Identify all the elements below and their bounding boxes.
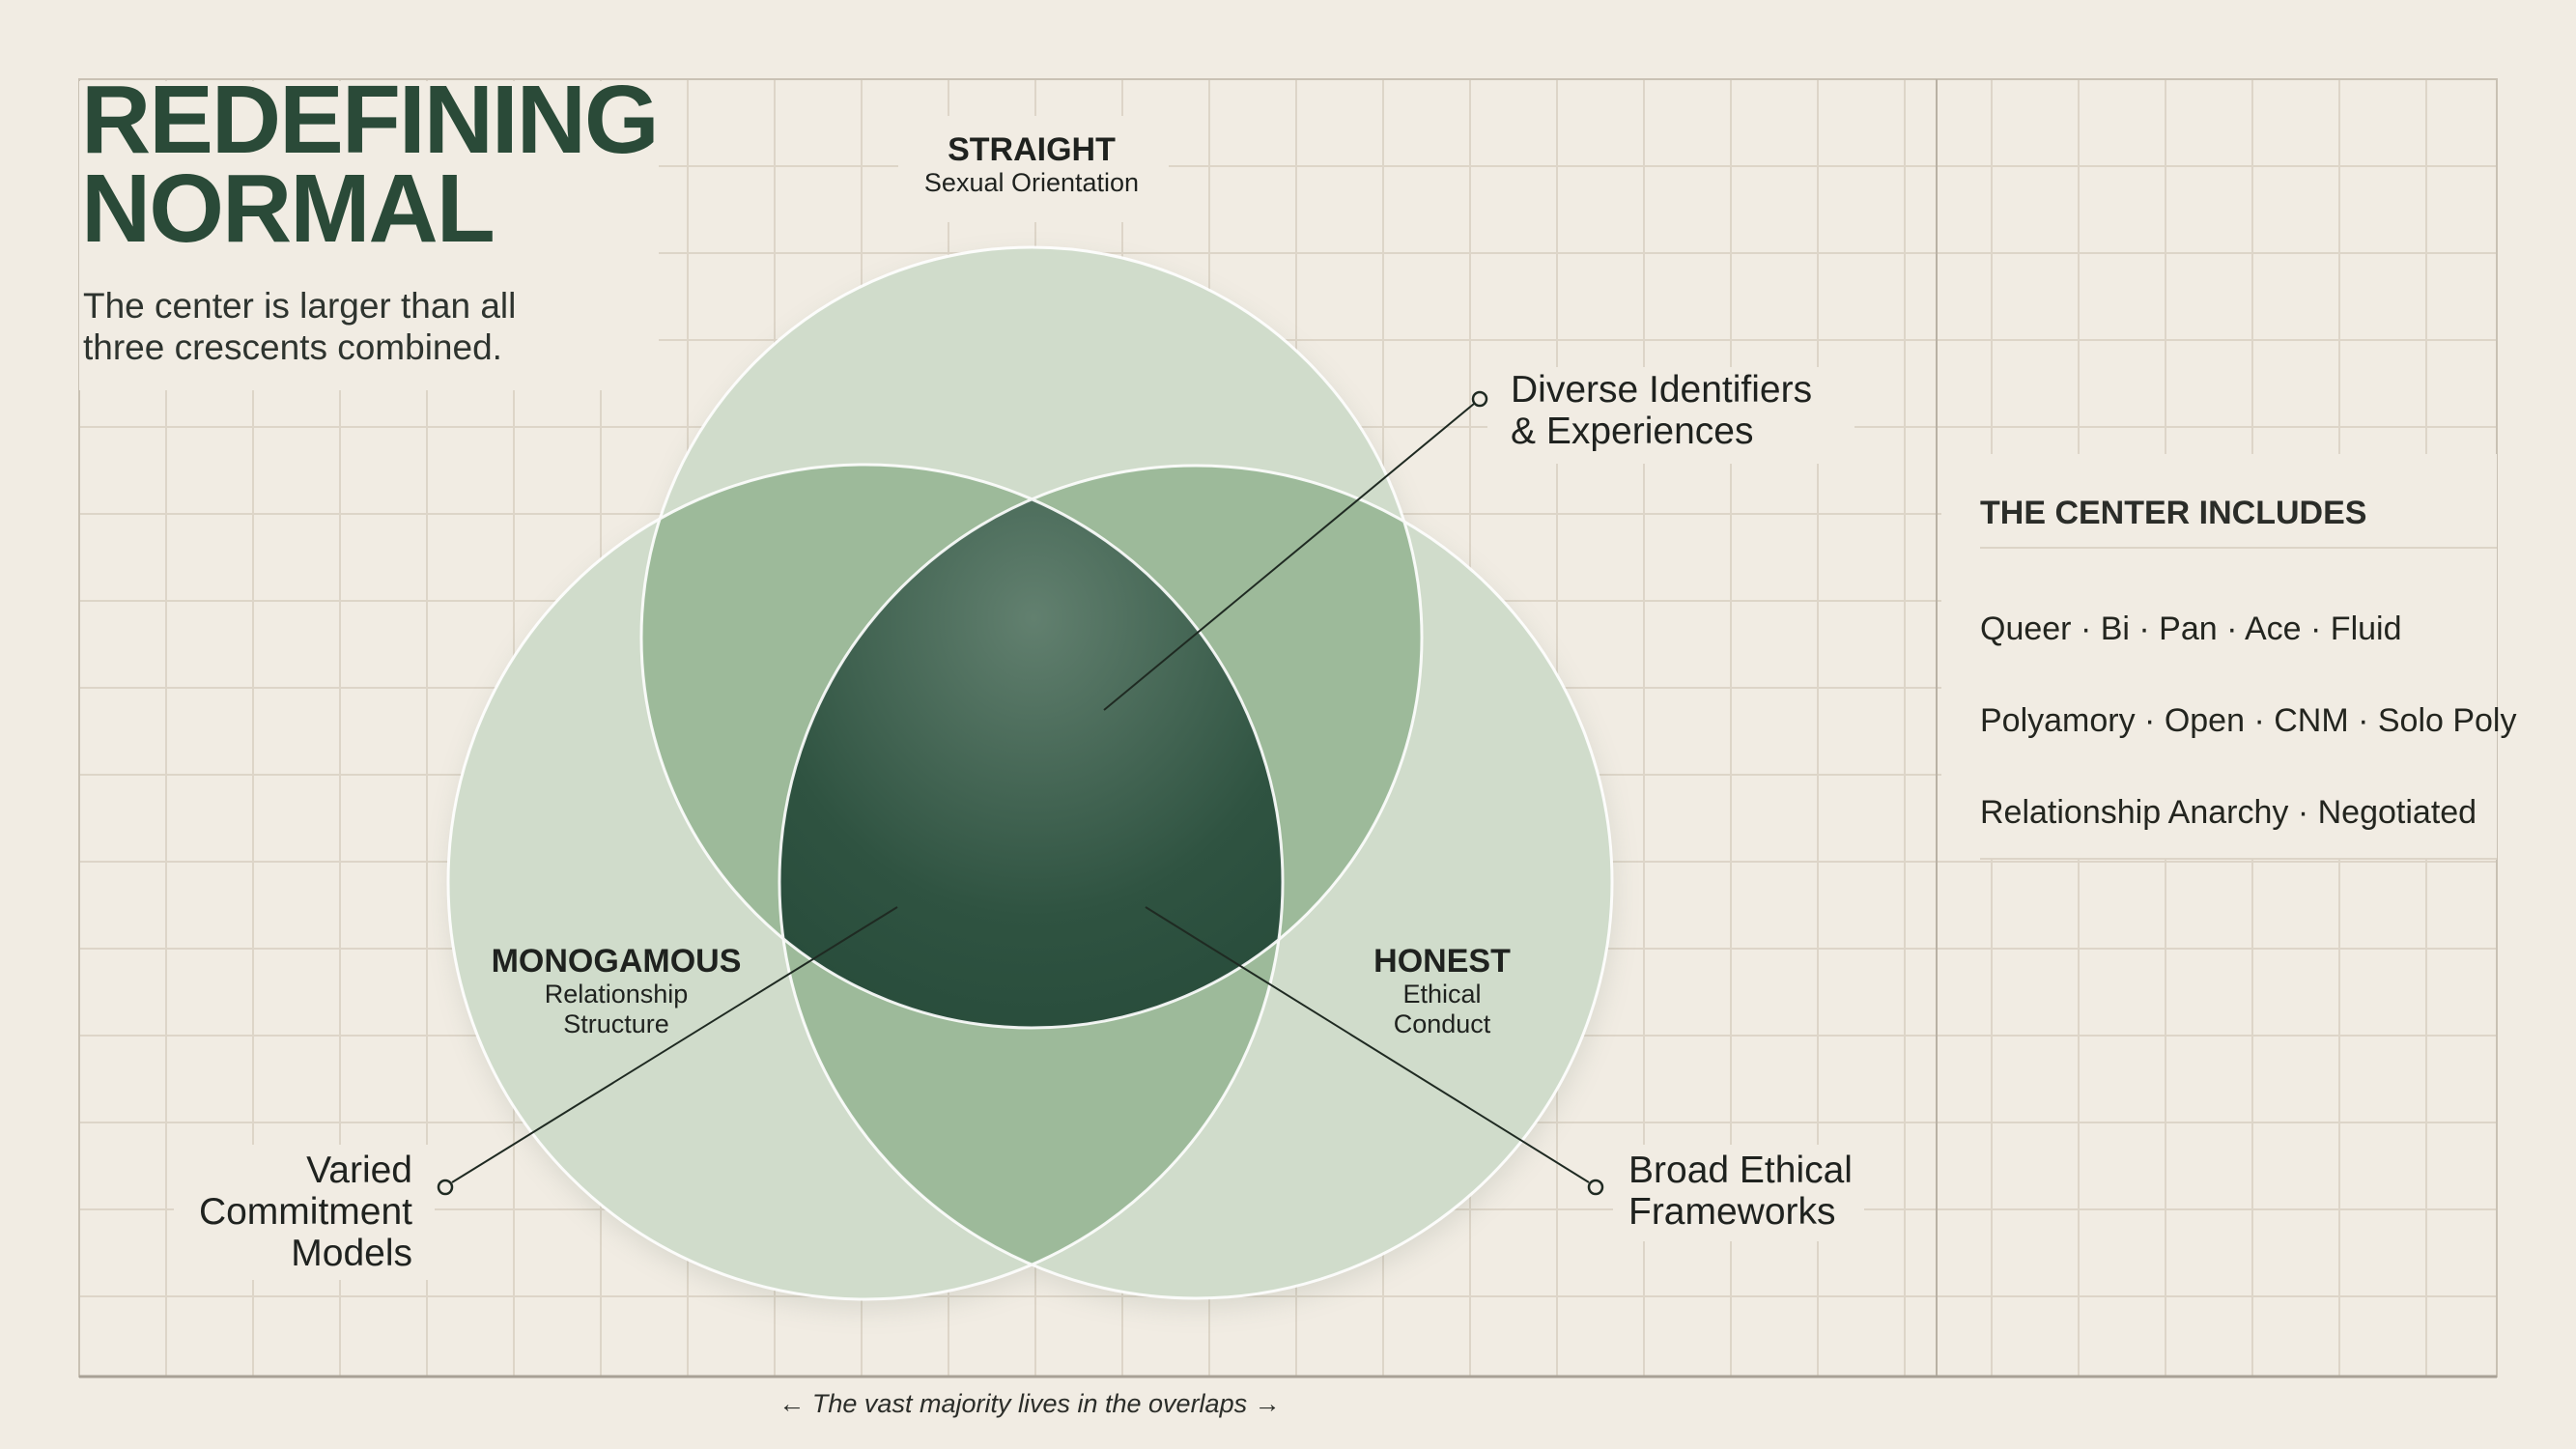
set-name: HONEST [1373,943,1511,980]
subtitle-line-2: three crescents combined. [83,327,502,367]
leader-dots [437,390,1604,1196]
title-line-2: NORMAL [81,155,495,263]
callout-line: Frameworks [1628,1191,1836,1233]
divider [1980,858,2497,860]
callout-line: Varied [306,1150,412,1191]
divider [1980,547,2497,549]
straight-label-backdrop [898,116,1169,222]
callout-center: Diverse Identifiers & Experiences [1511,369,1812,452]
diverse-backdrop [1487,367,1854,464]
title-backdrop [79,81,659,390]
varied-backdrop [174,1145,435,1280]
set-description: Structure [563,1009,669,1038]
set-label-straight: STRAIGHT Sexual Orientation [887,131,1176,198]
set-label-monogamous: MONOGAMOUS Relationship Structure [452,943,780,1039]
title-line-1: REDEFINING [81,66,660,174]
panel-title: THE CENTER INCLUDES [1980,495,2367,531]
dot-icon [437,1179,454,1196]
circle-outlines [446,245,1614,1301]
panel-item: Queer · Bi · Pan · Ace · Fluid [1980,611,2402,647]
page-title: REDEFINING NORMAL [81,66,660,263]
footer-caption: ← The vast majority lives in the overlap… [778,1389,1281,1418]
panel-item: Polyamory · Open · CNM · Solo Poly [1980,702,2517,739]
subtitle: The center is larger than all three cres… [83,285,516,368]
set-label-honest: HONEST Ethical Conduct [1316,943,1568,1039]
set-description: Sexual Orientation [923,168,1140,197]
callout-line: & Experiences [1511,411,1754,452]
callout-right-outer: Broad Ethical Frameworks [1628,1150,1853,1233]
subtitle-line-1: The center is larger than all [83,286,517,326]
panel-backdrop [1941,454,2497,860]
dot-icon [1471,390,1488,408]
set-description: Conduct [1393,1009,1491,1038]
dot-icon [1587,1179,1604,1196]
set-name: MONOGAMOUS [491,943,742,980]
set-description: Relationship [544,980,689,1009]
broad-backdrop [1613,1145,1864,1241]
callout-line: Diverse Identifiers [1511,369,1813,411]
set-name: STRAIGHT [948,131,1116,168]
callout-line: Models [291,1233,412,1274]
callout-line: Commitment [198,1191,412,1233]
set-description: Ethical [1402,980,1482,1009]
leader-lines [451,403,1590,1183]
callout-left-outer: Varied Commitment Models [121,1150,412,1274]
panel-item: Relationship Anarchy · Negotiated [1980,794,2477,831]
callout-line: Broad Ethical [1628,1150,1853,1191]
